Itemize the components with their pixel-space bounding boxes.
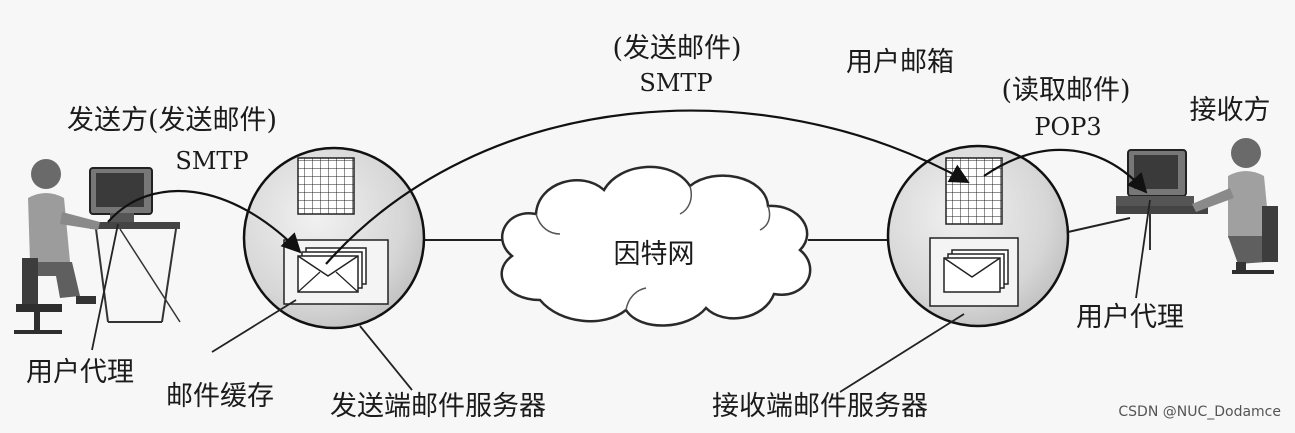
- envelope-stack-icon: [297, 247, 367, 293]
- receiving-server-leader: [839, 313, 965, 393]
- mail-buffer-label: 邮件缓存: [166, 381, 274, 412]
- left-user-agent-leader: [91, 223, 119, 351]
- pop3-mailbox-to-receiver-arrow: [983, 148, 1148, 194]
- right-server-to-pc-line: [1067, 217, 1131, 233]
- top-action-label: (发送邮件): [612, 33, 742, 64]
- receiver-title: 接收方: [1189, 95, 1271, 126]
- sender-title: 发送方(发送邮件): [66, 105, 278, 136]
- read-action-label: (读取邮件): [1001, 75, 1131, 106]
- internet-label: 因特网: [613, 239, 695, 270]
- internet-cloud-icon: [500, 165, 812, 327]
- read-protocol-label: POP3: [1034, 113, 1102, 141]
- watermark: CSDN @NUC_Dodamce: [1118, 404, 1281, 420]
- mailbox-label: 用户邮箱: [846, 47, 954, 78]
- right-user-agent-leader: [1135, 199, 1151, 299]
- sender-person-icon: [14, 159, 181, 334]
- sending-server-leader: [359, 325, 413, 391]
- receiving-server-label: 接收端邮件服务器: [712, 391, 928, 422]
- top-protocol-label: SMTP: [639, 69, 713, 97]
- sending-mail-server: [242, 146, 426, 330]
- receiving-mail-server: [886, 144, 1070, 328]
- mail-buffer-leader: [211, 299, 297, 353]
- smtp-server-to-server-arrow: [325, 109, 970, 265]
- right-user-agent-label: 用户代理: [1076, 302, 1184, 333]
- left-user-agent-label: 用户代理: [26, 357, 134, 388]
- sending-server-label: 发送端邮件服务器: [330, 391, 546, 422]
- sender-mailbox-grid-icon: [297, 157, 355, 215]
- receiver-person-icon: [1116, 138, 1278, 274]
- sender-to-buffer-arrow: [107, 189, 302, 254]
- sender-protocol: SMTP: [175, 147, 249, 175]
- envelope-stack-icon: [943, 249, 1009, 293]
- receiver-mailbox-grid-icon: [945, 157, 1003, 225]
